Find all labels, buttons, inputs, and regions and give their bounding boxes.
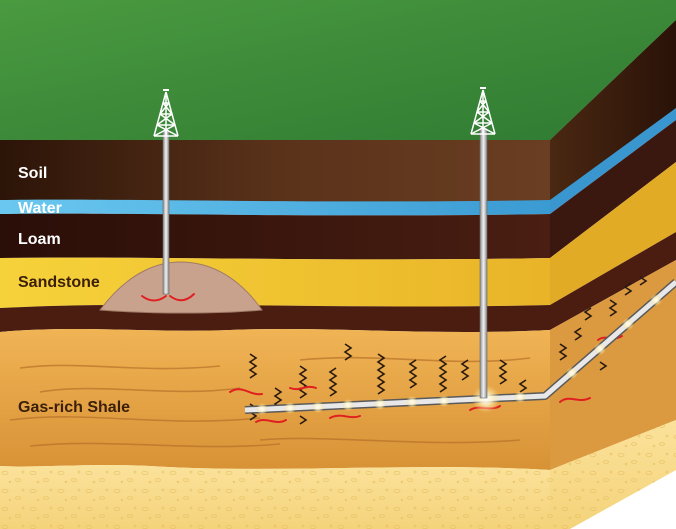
front-face: [0, 140, 550, 529]
label-water: Water: [18, 200, 62, 217]
shale-texture: [9, 356, 531, 448]
drilling-rig-icon: [153, 89, 179, 137]
left-well: [162, 129, 170, 295]
perforation-glows: [256, 294, 662, 415]
label-gas-rich-shale: Gas-rich Shale: [18, 399, 130, 416]
label-loam: Loam: [18, 231, 61, 248]
label-soil: Soil: [18, 165, 47, 182]
label-sandstone: Sandstone: [18, 274, 100, 291]
drilling-rig-icon: [470, 87, 496, 135]
sandstone-dome: [99, 261, 263, 314]
right-well: [479, 127, 488, 399]
